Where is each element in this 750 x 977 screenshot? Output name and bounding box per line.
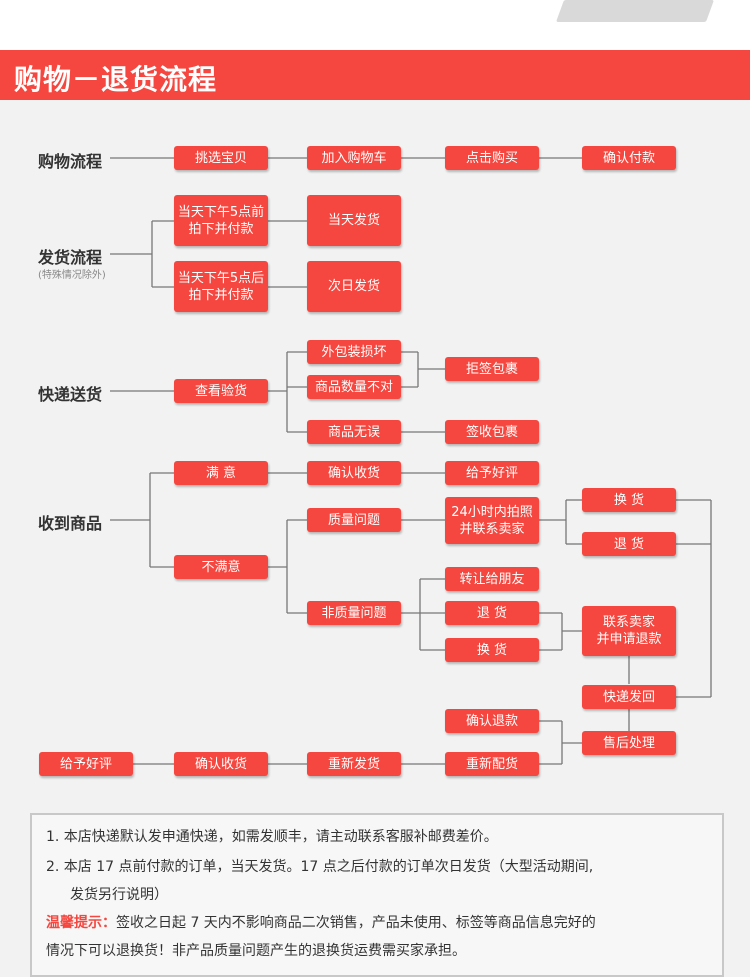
tip-label: 温馨提示： — [46, 915, 116, 931]
box-after-sales: 售后处理 — [582, 731, 676, 755]
box-non-quality-issue: 非质量问题 — [307, 601, 401, 625]
box-confirm-refund: 确认退款 — [445, 709, 539, 733]
box-satisfied: 满 意 — [174, 461, 268, 485]
box-reship: 重新发货 — [307, 752, 401, 776]
box-unsatisfied: 不满意 — [174, 555, 268, 579]
box-same-day-ship: 当天发货 — [307, 195, 401, 246]
box-exchange-2: 换 货 — [445, 638, 539, 662]
box-good-review: 给予好评 — [445, 461, 539, 485]
section-received-label: 收到商品 — [38, 510, 102, 534]
box-add-cart: 加入购物车 — [307, 146, 401, 170]
box-quantity-wrong: 商品数量不对 — [307, 375, 401, 399]
box-package-damaged: 外包装损坏 — [307, 340, 401, 364]
section-shipping-label: 发货流程 — [38, 244, 102, 268]
box-before-5pm: 当天下午5点前 拍下并付款 — [174, 195, 268, 246]
box-reissue: 重新配货 — [445, 752, 539, 776]
section-shopping-label: 购物流程 — [38, 148, 102, 172]
tip-text: 签收之日起 7 天内不影响商品二次销售，产品未使用、标签等商品信息完好的 — [116, 915, 596, 931]
note-line-1: 1. 本店快递默认发申通快递，如需发顺丰，请主动联系客服补邮费差价。 — [46, 826, 498, 846]
box-good-review-2: 给予好评 — [39, 752, 133, 776]
section-shipping-note: (特殊情况除外) — [38, 266, 106, 281]
box-next-day-ship: 次日发货 — [307, 261, 401, 312]
note-line-3: 发货另行说明） — [70, 884, 168, 904]
note-line-4: 温馨提示：签收之日起 7 天内不影响商品二次销售，产品未使用、标签等商品信息完好… — [46, 912, 596, 932]
box-quality-issue: 质量问题 — [307, 508, 401, 532]
box-photo-contact: 24小时内拍照 并联系卖家 — [445, 497, 539, 544]
box-return: 退 货 — [582, 532, 676, 556]
box-confirm-receipt: 确认收货 — [307, 461, 401, 485]
box-exchange: 换 货 — [582, 488, 676, 512]
section-delivery-label: 快递送货 — [38, 381, 102, 405]
box-click-buy: 点击购买 — [445, 146, 539, 170]
box-express-return: 快递发回 — [582, 685, 676, 709]
box-inspect-goods: 查看验货 — [174, 379, 268, 403]
box-after-5pm: 当天下午5点后 拍下并付款 — [174, 261, 268, 312]
box-sign-package: 签收包裹 — [445, 420, 539, 444]
note-line-2: 2. 本店 17 点前付款的订单，当天发货。17 点之后付款的订单次日发货（大型… — [46, 856, 593, 876]
note-line-5: 情况下可以退换货！非产品质量问题产生的退换货运费需买家承担。 — [46, 940, 466, 960]
box-transfer-friend: 转让给朋友 — [445, 567, 539, 591]
box-reject-package: 拒签包裹 — [445, 357, 539, 381]
box-confirm-receipt-2: 确认收货 — [174, 752, 268, 776]
box-goods-correct: 商品无误 — [307, 420, 401, 444]
box-pick-item: 挑选宝贝 — [174, 146, 268, 170]
box-return-2: 退 货 — [445, 601, 539, 625]
box-contact-refund: 联系卖家 并申请退款 — [582, 606, 676, 656]
box-confirm-payment: 确认付款 — [582, 146, 676, 170]
